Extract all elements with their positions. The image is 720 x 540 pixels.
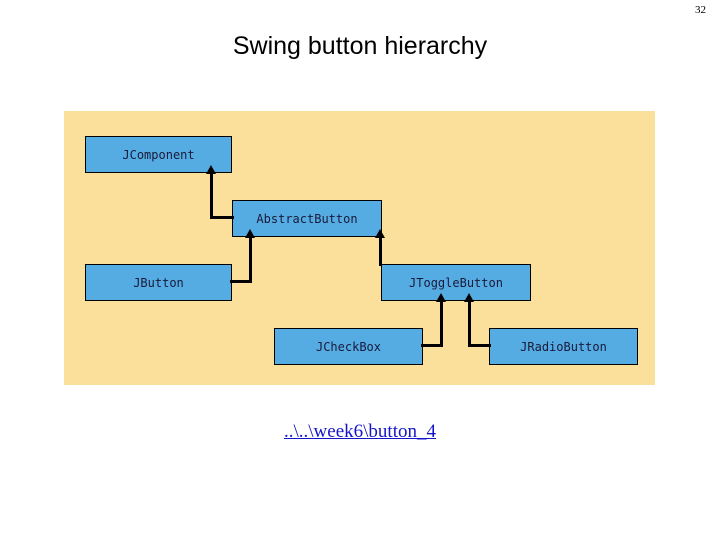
edge-jtogglebutton-abstractbutton-vertical xyxy=(379,237,382,266)
edge-jcheckbox-jtogglebutton-vertical xyxy=(440,301,443,346)
edge-jradiobutton-jtogglebutton-vertical xyxy=(468,301,471,346)
edge-abstractbutton-jcomponent-vertical xyxy=(210,173,213,218)
arrow-up-icon xyxy=(464,293,474,302)
class-hierarchy-diagram: JComponent AbstractButton JButton JToggl… xyxy=(64,111,655,385)
class-node-label: JRadioButton xyxy=(520,339,607,354)
class-node-jcomponent[interactable]: JComponent xyxy=(85,136,232,173)
edge-jbutton-abstractbutton-vertical xyxy=(249,237,252,282)
class-node-label: AbstractButton xyxy=(256,211,358,226)
edge-jcheckbox-jtogglebutton-horizontal xyxy=(421,344,443,347)
arrow-up-icon xyxy=(206,165,216,174)
class-node-jcheckbox[interactable]: JCheckBox xyxy=(274,328,423,365)
class-node-label: JButton xyxy=(133,275,184,290)
class-node-jradiobutton[interactable]: JRadioButton xyxy=(489,328,638,365)
page-number: 32 xyxy=(695,4,706,16)
arrow-up-icon xyxy=(436,293,446,302)
source-file-link[interactable]: ..\..\week6\button_4 xyxy=(284,421,436,442)
edge-abstractbutton-jcomponent-horizontal xyxy=(210,216,234,219)
class-node-label: JToggleButton xyxy=(409,275,503,290)
class-node-label: JCheckBox xyxy=(315,339,382,354)
arrow-up-icon xyxy=(245,229,255,238)
edge-jbutton-abstractbutton-horizontal xyxy=(230,280,252,283)
page-title: Swing button hierarchy xyxy=(232,32,488,60)
arrow-up-icon xyxy=(375,229,385,238)
class-node-jbutton[interactable]: JButton xyxy=(85,264,232,301)
class-node-jtogglebutton[interactable]: JToggleButton xyxy=(381,264,531,301)
class-node-label: JComponent xyxy=(122,147,195,162)
edge-jradiobutton-jtogglebutton-horizontal xyxy=(468,344,491,347)
